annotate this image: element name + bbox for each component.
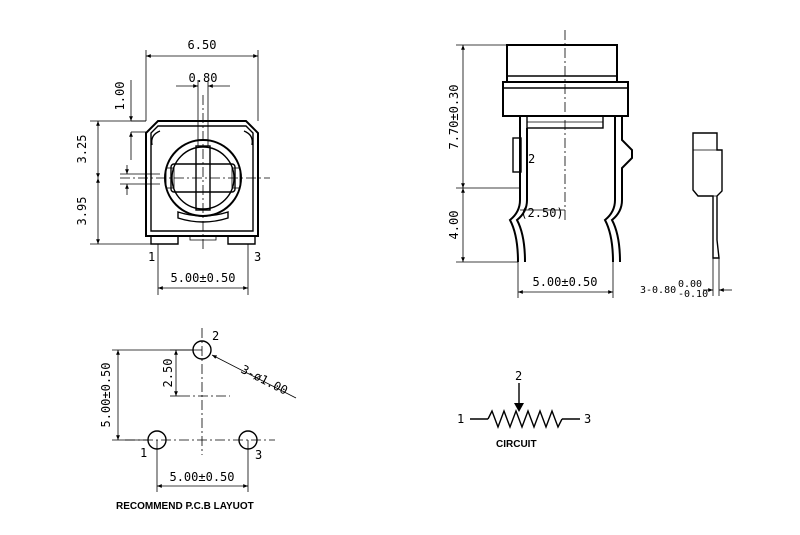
wiper-arrow	[514, 403, 524, 412]
front-pin1-label: 1	[148, 250, 155, 264]
dim-slot-label: 0.80	[189, 71, 218, 85]
pin-view: 3-0.80 0.00 -0.10	[640, 132, 732, 300]
dim-lower: 3.95	[75, 178, 151, 245]
pin-tol-upper: 0.00	[678, 279, 702, 290]
dim-ref-label: (2.50)	[520, 206, 563, 220]
side-view: 2 7.70±0.30 4.00 (2.50) 5.00±0.50	[447, 30, 633, 298]
pin-tol-base: 3-0.80	[640, 285, 676, 296]
pcb-hole-dim: 3-ø1.00	[239, 362, 290, 397]
dim-top-label: 1.00	[113, 82, 127, 111]
pin-tol-lower: -0.10	[678, 289, 708, 300]
dim-width: 6.50	[145, 38, 259, 121]
pcb-layout: 3-ø1.00 2.50 5.00±0.50 5.00±0.50 2 1 3 R…	[99, 328, 297, 512]
dim-width-label: 6.50	[188, 38, 217, 52]
dim-leg-label: 4.00	[447, 211, 461, 240]
front-pin3-label: 3	[254, 250, 261, 264]
pcb-pin1-label: 1	[140, 446, 147, 460]
circuit: 1 2 3 CIRCUIT	[457, 369, 591, 450]
front-body	[145, 120, 259, 237]
dim-front-pitch: 5.00±0.50	[157, 244, 249, 295]
pcb-pin2-label: 2	[212, 329, 219, 343]
front-view: 6.50 0.80 1.00 3.25 3.95	[75, 38, 270, 295]
dim-lower-label: 3.95	[75, 197, 89, 226]
dim-side-pitch-label: 5.00±0.50	[532, 275, 597, 289]
circuit-pin3-label: 3	[584, 412, 591, 426]
pcb-caption: RECOMMEND P.C.B LAYUOT	[116, 501, 254, 512]
dim-upper: 3.25	[75, 120, 146, 178]
dim-top: 1.00	[113, 80, 146, 160]
dim-upper-label: 3.25	[75, 135, 89, 164]
pcb-pin3-label: 3	[255, 448, 262, 462]
circuit-pin1-label: 1	[457, 412, 464, 426]
resistor-symbol	[487, 409, 563, 429]
pcb-vert-dim: 5.00±0.50	[99, 362, 113, 427]
dim-slot-side	[120, 165, 160, 195]
dim-height: 7.70±0.30	[447, 44, 520, 189]
circuit-caption: CIRCUIT	[496, 439, 537, 450]
side-leads	[508, 116, 633, 263]
dim-slot: 0.80	[176, 71, 230, 146]
dim-height-label: 7.70±0.30	[447, 84, 461, 149]
dim-leg: 4.00	[447, 188, 518, 263]
pcb-offset-dim: 2.50	[161, 359, 175, 388]
side-knob	[502, 44, 629, 129]
dim-side-pitch: 5.00±0.50	[517, 262, 614, 298]
pcb-horiz-dim: 5.00±0.50	[169, 470, 234, 484]
side-pin2-label: 2	[528, 152, 535, 166]
dim-front-pitch-label: 5.00±0.50	[170, 271, 235, 285]
dim-ref: (2.50)	[520, 206, 565, 220]
circuit-pin2-label: 2	[515, 369, 522, 383]
